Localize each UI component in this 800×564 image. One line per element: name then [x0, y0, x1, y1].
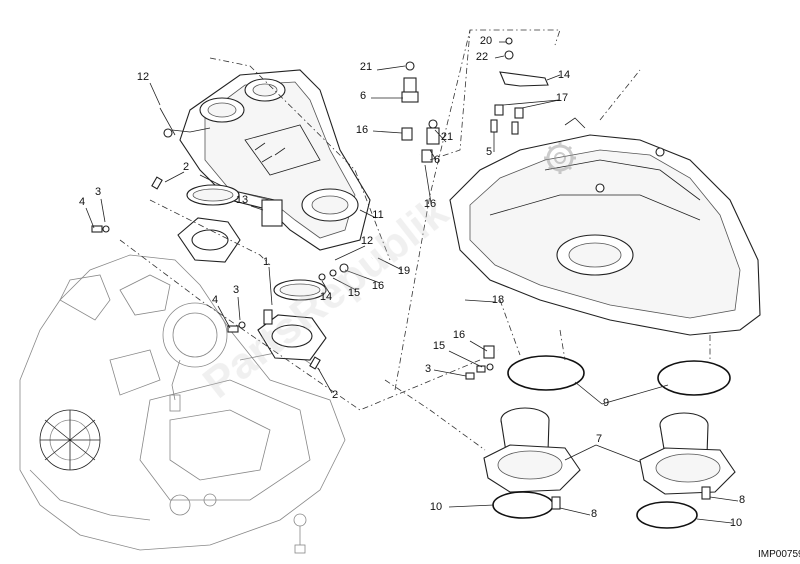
part-label-lbl-5: 5 — [486, 146, 492, 158]
part-label-lbl-10b: 10 — [730, 517, 742, 529]
part-label-lbl-20: 20 — [480, 35, 492, 47]
part-label-lbl-19: 19 — [398, 265, 410, 277]
part-label-lbl-22: 22 — [476, 51, 488, 63]
reference-lines — [119, 29, 711, 451]
part-label-lbl-3a: 3 — [95, 186, 101, 198]
hose-drawing — [370, 127, 500, 359]
engine-block-drawing — [19, 254, 346, 554]
intake-funnel-drawing — [483, 355, 736, 529]
part-label-lbl-3c: 3 — [425, 363, 431, 375]
part-label-lbl-16a: 16 — [372, 280, 384, 292]
part-label-lbl-16c: 16 — [424, 198, 436, 210]
part-label-lbl-15b: 15 — [433, 340, 445, 352]
part-label-lbl-14a: 14 — [320, 291, 332, 303]
part-label-lbl-15a: 15 — [348, 287, 360, 299]
clamp-and-manifold-drawing — [177, 184, 327, 361]
part-label-lbl-21b: 21 — [441, 131, 453, 143]
part-label-lbl-4b: 4 — [212, 294, 218, 306]
part-label-lbl-8b: 8 — [739, 494, 745, 506]
part-label-lbl-16b: 16 — [356, 124, 368, 136]
part-label-lbl-16d: 16 — [453, 329, 465, 341]
throttle-body-drawing — [159, 69, 371, 251]
part-label-lbl-14b: 14 — [558, 69, 570, 81]
part-label-lbl-6a: 6 — [360, 90, 366, 102]
part-label-lbl-8a: 8 — [591, 508, 597, 520]
part-label-lbl-12b: 12 — [361, 235, 373, 247]
part-label-lbl-11: 11 — [372, 209, 383, 221]
part-label-lbl-7: 7 — [596, 433, 602, 445]
part-label-lbl-9: 9 — [603, 397, 609, 409]
part-label-lbl-13: 13 — [236, 194, 248, 206]
part-label-lbl-4a: 4 — [79, 196, 85, 208]
airbox-drawing — [449, 117, 761, 336]
part-label-lbl-18: 18 — [492, 294, 504, 306]
part-label-lbl-21a: 21 — [360, 61, 372, 73]
part-label-lbl-10a: 10 — [430, 501, 442, 513]
part-label-lbl-1: 1 — [263, 256, 269, 268]
part-label-lbl-3b: 3 — [233, 284, 239, 296]
part-label-lbl-17: 17 — [556, 92, 568, 104]
sensor-and-bracket-drawing — [401, 37, 549, 145]
leader-lines — [85, 41, 739, 524]
drawing-code: IMP00759 — [758, 549, 800, 560]
part-label-lbl-6b: 6 — [434, 154, 440, 166]
part-label-lbl-2b: 2 — [332, 389, 338, 401]
part-label-lbl-12a: 12 — [137, 71, 149, 83]
part-label-lbl-2a: 2 — [183, 161, 189, 173]
small-fasteners-drawing — [91, 176, 494, 380]
